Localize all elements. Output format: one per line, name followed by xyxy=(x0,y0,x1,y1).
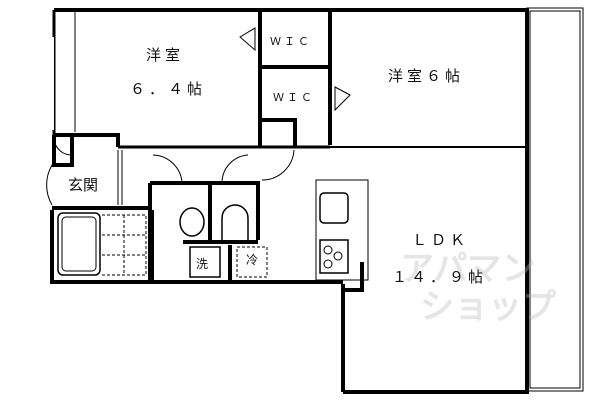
balcony xyxy=(526,7,584,392)
washer-label: 洗 xyxy=(196,257,209,271)
bathtub xyxy=(57,212,101,276)
sink xyxy=(179,207,205,237)
watermark-line1: アパマン xyxy=(400,249,536,289)
washer-space xyxy=(189,246,221,278)
kitchen-sink xyxy=(319,192,349,224)
room-name-western-a: 洋室 xyxy=(146,46,185,64)
fridge-label: 冷 xyxy=(246,253,259,267)
stove xyxy=(319,239,349,274)
room-name-ldk: ＬＤＫ xyxy=(412,231,470,249)
watermark-logo: アパマン ショップ xyxy=(400,250,556,326)
fridge-space xyxy=(236,246,268,278)
toilet xyxy=(221,204,249,240)
kitchen-counter xyxy=(315,179,369,281)
outer-wall xyxy=(54,8,529,394)
room-size-ldk: １４．９帖 xyxy=(392,268,488,286)
room-name-western-b: 洋室６帖 xyxy=(388,67,465,85)
room-name-entrance: 玄関 xyxy=(68,176,99,194)
room-name-wic-b: ＷＩＣ xyxy=(273,91,315,104)
room-size-western-a: ６．４帖 xyxy=(130,80,207,98)
room-name-wic-a: ＷＩＣ xyxy=(270,35,312,48)
watermark-line2: ショップ xyxy=(420,287,556,327)
